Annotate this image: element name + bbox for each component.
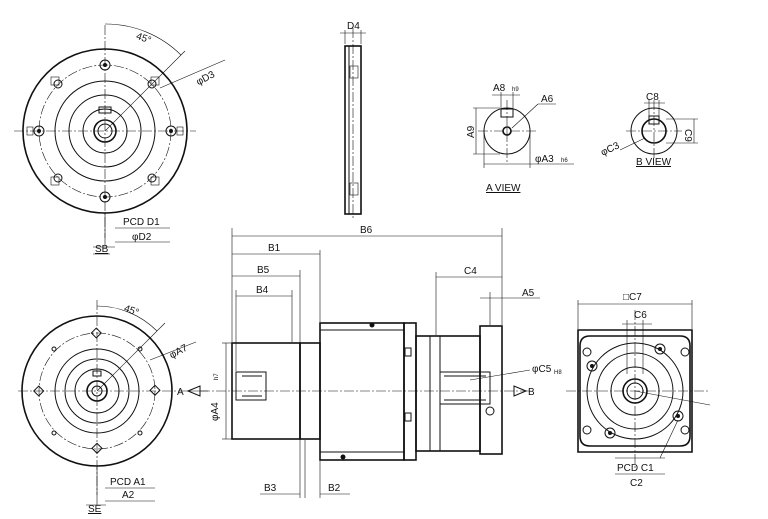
a4-tol-label: h7	[214, 373, 220, 380]
c5-tol-label: H8	[554, 370, 562, 376]
bolt-hole-icon	[33, 59, 177, 203]
c6-label: C6	[634, 310, 647, 321]
c5-label: φC5	[532, 364, 552, 375]
output-pcd-label: PCD A1	[110, 477, 146, 488]
a3-label: φA3	[535, 154, 554, 165]
b5-label: B5	[257, 265, 270, 276]
top-thickness-label: D4	[347, 21, 360, 32]
c7-label: □C7	[623, 292, 642, 303]
b-view-title: B VIEW	[636, 157, 672, 168]
top-angle-label: 45°	[135, 31, 153, 47]
arrow-b-label: B	[528, 387, 535, 398]
b3-label: B3	[264, 483, 277, 494]
output-dia-label: φA7	[168, 343, 190, 362]
top-pcd-dia-label: φD2	[132, 232, 152, 243]
output-angle-label: 45°	[122, 303, 140, 319]
a8-tol-label: h9	[512, 87, 519, 93]
output-bolt-icon	[33, 327, 161, 454]
top-pcd-label: PCD D1	[123, 217, 160, 228]
a3-tol-label: h6	[561, 158, 568, 164]
c8-label: C8	[646, 92, 659, 103]
b4-label: B4	[256, 285, 269, 296]
a8-label: A8	[493, 83, 506, 94]
top-flange-view: 45° φD3 PCD D1 φD2 SB	[14, 23, 226, 255]
top-section-label: SB	[95, 244, 109, 255]
top-flange-section: D4	[340, 21, 366, 220]
b2-label: B2	[328, 483, 341, 494]
output-pcd-dia-label: A2	[122, 490, 135, 501]
motor-c2-label: C2	[630, 478, 643, 489]
side-view: B6 B1 B5 B4 C4 A5 φC5 H8 φA4 h7 B3 B2	[177, 225, 562, 498]
c4-label: C4	[464, 266, 477, 277]
output-flange-view: 45° φA7 PCD A1 A2 SE	[18, 300, 197, 515]
b-view: C8 φC3 C9 B VIEW	[599, 92, 698, 168]
motor-flange-view: □C7 C6 PCD C1 C2	[566, 292, 711, 489]
c3-label: φC3	[599, 140, 622, 158]
a9-label: A9	[466, 125, 477, 138]
a-view-title: A VIEW	[486, 183, 521, 194]
a6-label: A6	[541, 94, 554, 105]
motor-pcd-label: PCD C1	[617, 463, 654, 474]
a-view: A8 h9 A6 A9 φA3 h6 A VIEW	[466, 83, 574, 194]
output-section-label: SE	[88, 504, 102, 515]
a5-label: A5	[522, 288, 535, 299]
b6-label: B6	[360, 225, 373, 236]
a4-label: φA4	[210, 402, 221, 421]
motor-bolt-icon	[582, 343, 690, 439]
c9-label: C9	[682, 129, 693, 142]
b1-label: B1	[268, 243, 281, 254]
arrow-a-label: A	[177, 387, 184, 398]
